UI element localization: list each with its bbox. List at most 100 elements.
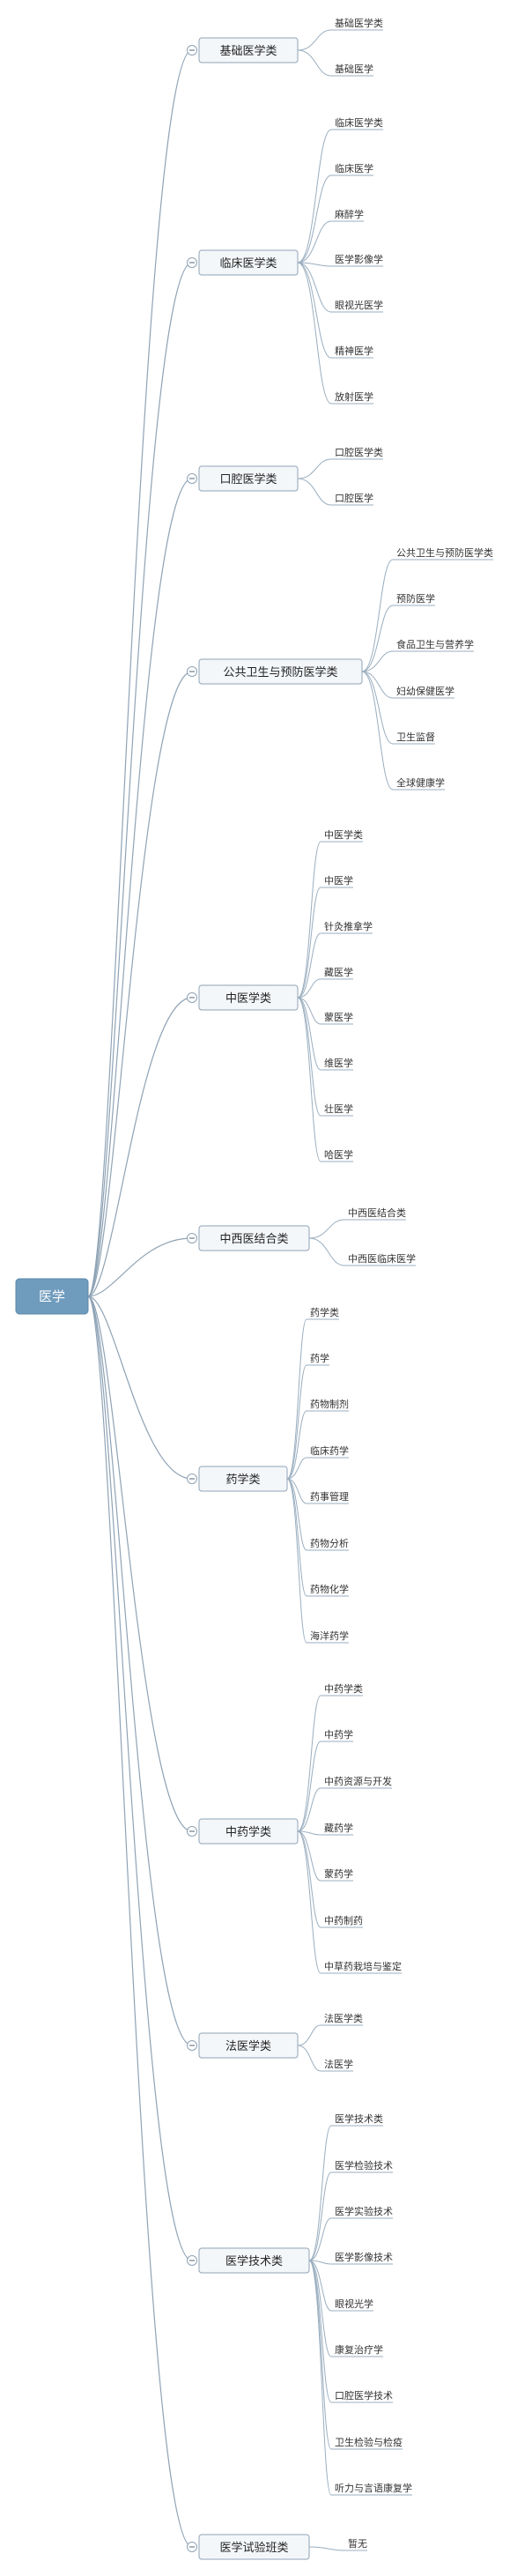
leaf-item[interactable]: 壮医学 — [324, 1102, 353, 1115]
category-node[interactable]: 医学试验班类 — [198, 2534, 310, 2560]
leaf-item[interactable]: 听力与言语康复学 — [335, 2482, 412, 2494]
leaf-item[interactable]: 蒙医学 — [324, 1011, 353, 1023]
leaf-item[interactable]: 哈医学 — [324, 1148, 353, 1161]
collapse-toggle-icon[interactable] — [187, 1826, 197, 1837]
leaf-item[interactable]: 全球健康学 — [396, 776, 445, 789]
leaf-item[interactable]: 中西医临床医学 — [348, 1252, 416, 1265]
leaf-item[interactable]: 临床药学 — [310, 1444, 349, 1457]
category-label: 医学技术类 — [225, 2254, 283, 2268]
category-node[interactable]: 中医学类 — [198, 984, 299, 1011]
leaf-item[interactable]: 药事管理 — [310, 1490, 349, 1503]
root-connector-2 — [87, 262, 193, 1297]
leaf-item[interactable]: 临床医学 — [335, 162, 373, 174]
category-node[interactable]: 医学技术类 — [198, 2247, 310, 2274]
collapse-toggle-icon[interactable] — [187, 2255, 197, 2266]
leaf-item[interactable]: 眼视光医学 — [335, 299, 383, 311]
leaf-item[interactable]: 藏药学 — [324, 1822, 353, 1834]
category-label: 中药学类 — [225, 1825, 271, 1839]
category-node[interactable]: 临床医学类 — [198, 249, 299, 276]
leaf-item[interactable]: 医学技术类 — [335, 2112, 383, 2125]
leaf-connector — [286, 1457, 307, 1480]
leaf-connector — [361, 559, 394, 672]
leaf-item[interactable]: 药学 — [310, 1352, 329, 1364]
category-node[interactable]: 公共卫生与预防医学类 — [198, 658, 363, 685]
leaf-item[interactable]: 暂无 — [348, 2538, 367, 2550]
collapse-toggle-icon[interactable] — [187, 1474, 197, 1484]
leaf-item[interactable]: 药物分析 — [310, 1537, 349, 1549]
collapse-toggle-icon[interactable] — [187, 2542, 197, 2552]
leaf-connector — [297, 841, 321, 998]
leaf-item[interactable]: 中药资源与开发 — [324, 1775, 392, 1787]
leaf-item[interactable]: 卫生监督 — [396, 731, 435, 743]
leaf-item[interactable]: 维医学 — [324, 1057, 353, 1069]
leaf-item[interactable]: 眼视光学 — [335, 2298, 373, 2310]
leaf-item[interactable]: 卫生检验与检疫 — [335, 2436, 403, 2448]
leaf-item[interactable]: 临床医学类 — [335, 116, 383, 129]
category-node[interactable]: 中药学类 — [198, 1818, 299, 1845]
leaf-item[interactable]: 基础医学 — [335, 63, 373, 75]
root-connector-10 — [87, 1295, 193, 2261]
leaf-item[interactable]: 预防医学 — [396, 592, 435, 605]
leaf-connector — [297, 978, 321, 998]
leaf-connector — [297, 29, 332, 51]
leaf-connector — [297, 932, 321, 998]
leaf-item[interactable]: 中药学 — [324, 1728, 353, 1741]
leaf-connector — [286, 1478, 307, 1644]
category-label: 中医学类 — [225, 991, 271, 1006]
collapse-toggle-icon[interactable] — [187, 257, 197, 268]
leaf-item[interactable]: 口腔医学 — [335, 492, 373, 504]
leaf-item[interactable]: 医学影像学 — [335, 253, 383, 265]
leaf-item[interactable]: 精神医学 — [335, 345, 373, 357]
leaf-item[interactable]: 中医学 — [324, 874, 353, 887]
leaf-item[interactable]: 中药学类 — [324, 1682, 363, 1695]
category-label: 口腔医学类 — [219, 472, 277, 486]
leaf-item[interactable]: 医学实验技术 — [335, 2205, 393, 2217]
root-label: 医学 — [39, 1288, 65, 1304]
leaf-item[interactable]: 中西医结合类 — [348, 1206, 406, 1219]
leaf-item[interactable]: 医学检验技术 — [335, 2159, 393, 2171]
root-node[interactable]: 医学 — [15, 1278, 89, 1315]
leaf-item[interactable]: 中药制药 — [324, 1915, 363, 1926]
category-node[interactable]: 药学类 — [198, 1466, 288, 1492]
leaf-item[interactable]: 藏医学 — [324, 966, 353, 978]
collapse-toggle-icon[interactable] — [187, 473, 197, 484]
category-node[interactable]: 基础医学类 — [198, 37, 299, 63]
collapse-toggle-icon[interactable] — [187, 2040, 197, 2051]
leaf-item[interactable]: 法医学类 — [324, 2012, 363, 2024]
leaf-item[interactable]: 药物制剂 — [310, 1398, 349, 1410]
leaf-item[interactable]: 药物化学 — [310, 1583, 349, 1595]
leaf-item[interactable]: 基础医学类 — [335, 17, 383, 29]
leaf-item[interactable]: 康复治疗学 — [335, 2343, 383, 2356]
leaf-item[interactable]: 药学类 — [310, 1306, 339, 1318]
leaf-item[interactable]: 蒙药学 — [324, 1867, 353, 1880]
leaf-item[interactable]: 麻醉学 — [335, 208, 364, 220]
leaf-connector — [361, 671, 394, 745]
leaf-item[interactable]: 放射医学 — [335, 390, 373, 403]
leaf-item[interactable]: 妇幼保健医学 — [396, 685, 454, 697]
category-node[interactable]: 法医学类 — [198, 2032, 299, 2059]
leaf-item[interactable]: 口腔医学类 — [335, 446, 383, 458]
leaf-connector — [308, 2260, 332, 2496]
leaf-connector — [297, 129, 332, 264]
category-node[interactable]: 中西医结合类 — [198, 1225, 310, 1251]
leaf-item[interactable]: 口腔医学技术 — [335, 2389, 393, 2402]
leaf-item[interactable]: 食品卫生与营养学 — [396, 638, 474, 650]
leaf-item[interactable]: 法医学 — [324, 2058, 353, 2070]
collapse-toggle-icon[interactable] — [187, 992, 197, 1003]
collapse-toggle-icon[interactable] — [187, 45, 197, 56]
leaf-item[interactable]: 医学影像技术 — [335, 2251, 393, 2263]
collapse-toggle-icon[interactable] — [187, 666, 197, 677]
leaf-item[interactable]: 公共卫生与预防医学类 — [396, 546, 493, 559]
leaf-item[interactable]: 针灸推拿学 — [324, 920, 373, 932]
category-node[interactable]: 口腔医学类 — [198, 465, 299, 492]
root-connector-5 — [87, 997, 193, 1297]
leaf-item[interactable]: 海洋药学 — [310, 1629, 349, 1642]
collapse-toggle-icon[interactable] — [187, 1233, 197, 1243]
leaf-item[interactable]: 中医学类 — [324, 828, 363, 841]
leaf-connector — [297, 1695, 321, 1832]
root-box[interactable] — [15, 1278, 89, 1315]
leaf-item[interactable]: 中草药栽培与鉴定 — [324, 1960, 402, 1972]
leaf-connector — [308, 2260, 332, 2312]
